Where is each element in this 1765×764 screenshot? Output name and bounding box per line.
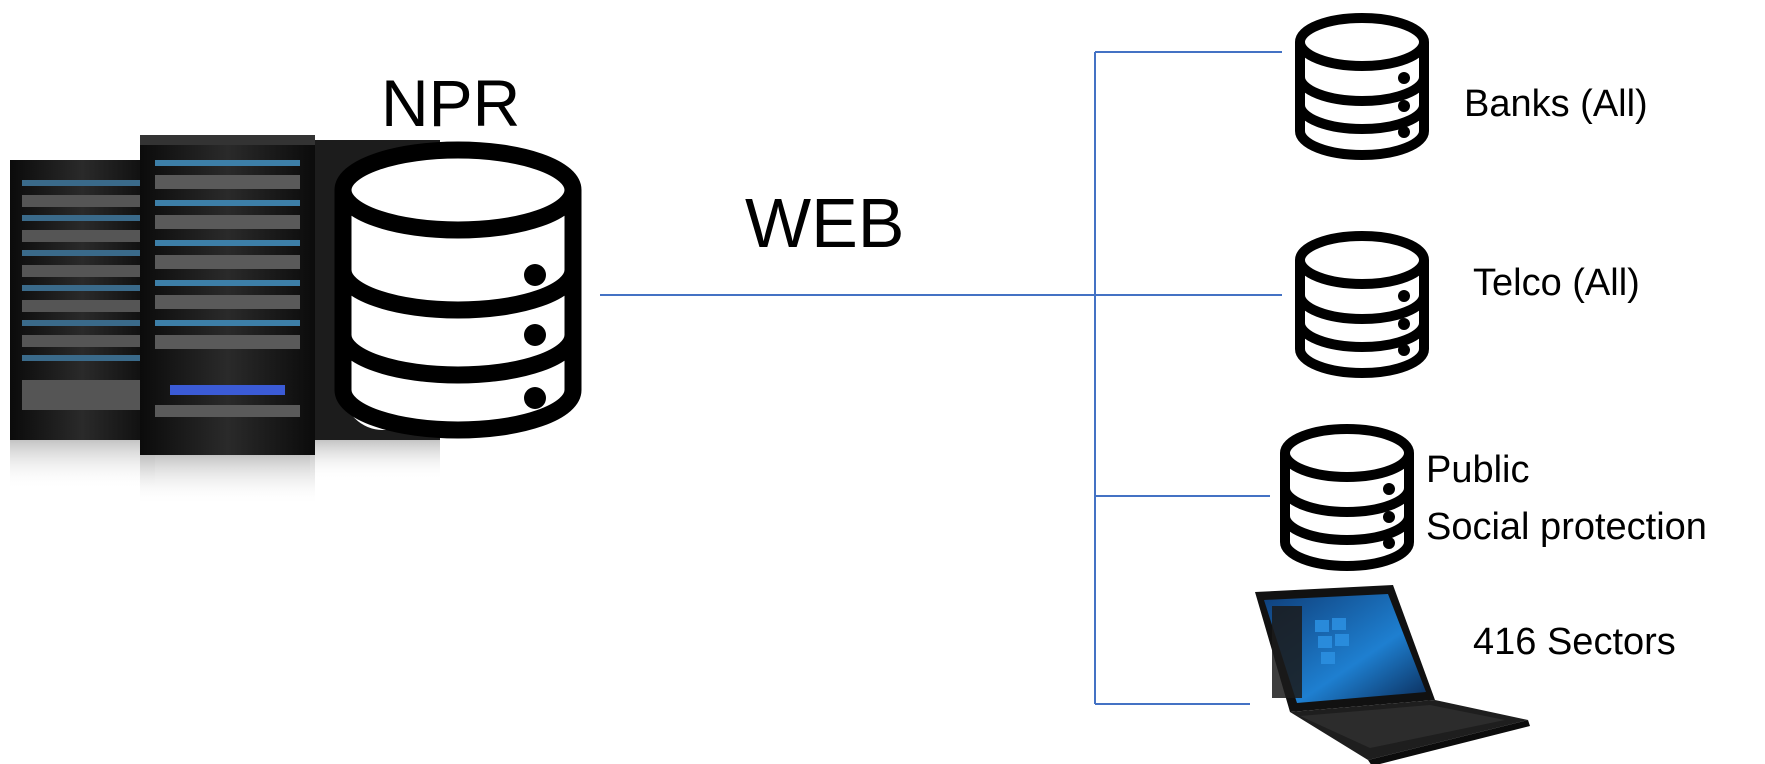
node-label-telco: Telco (All) bbox=[1473, 262, 1640, 304]
node-label-banks: Banks (All) bbox=[1464, 83, 1648, 125]
database-icon bbox=[1295, 13, 1429, 160]
database-icon bbox=[1295, 231, 1429, 378]
laptop-icon bbox=[1255, 585, 1530, 764]
node-label-line: Public bbox=[1426, 449, 1530, 491]
network-label: WEB bbox=[745, 184, 905, 262]
connector-lines bbox=[600, 51, 1282, 705]
node-label-public: Public Social protection bbox=[1426, 442, 1707, 556]
node-label-line: Social protection bbox=[1426, 506, 1707, 548]
node-label-sectors: 416 Sectors bbox=[1473, 621, 1676, 663]
hub-title: NPR bbox=[381, 66, 521, 140]
database-icon bbox=[334, 141, 582, 439]
database-icon bbox=[1280, 424, 1414, 571]
